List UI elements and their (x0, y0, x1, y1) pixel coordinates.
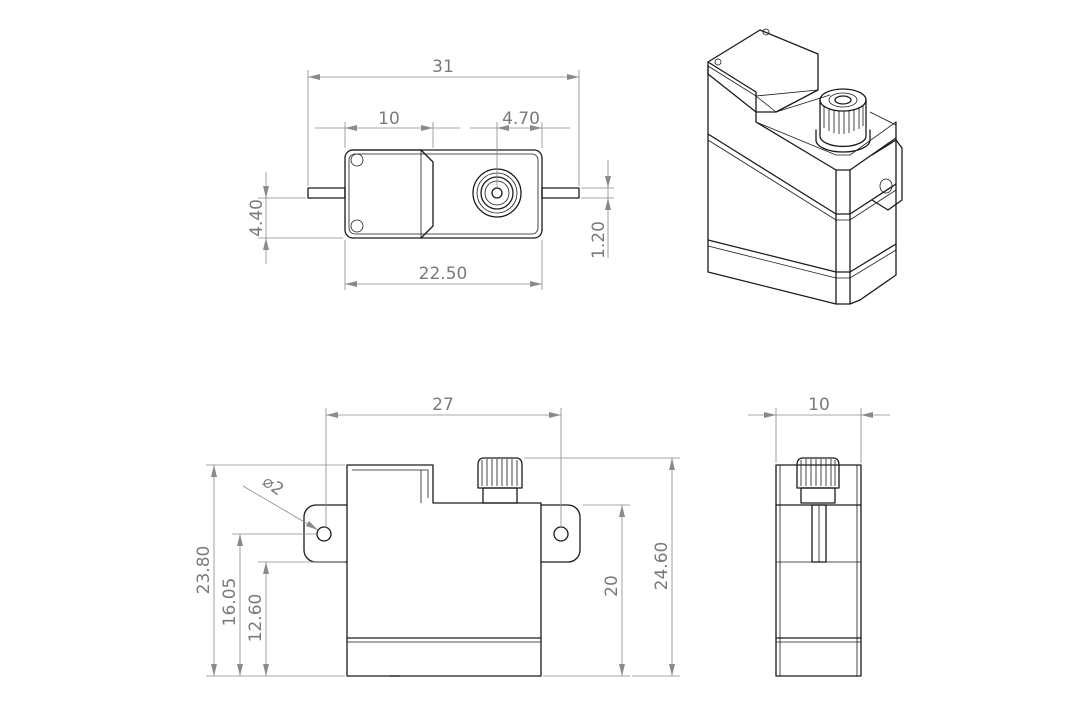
dim-label-12-60: 12.60 (246, 594, 266, 643)
dim-tab-thickness: 1.20 (581, 160, 614, 259)
dim-label-1-20: 1.20 (589, 221, 609, 259)
side-view-body (775, 457, 862, 677)
dim-flange-thickness: 4.40 (247, 172, 343, 264)
dim-label-24-60: 24.60 (652, 542, 672, 591)
dim-label-20: 20 (602, 575, 622, 597)
dim-label-16-05: 16.05 (220, 578, 240, 627)
dim-label-10-top: 10 (378, 109, 400, 129)
front-view: 27 ⌀2 23.80 16.05 12.60 (194, 395, 680, 677)
dim-side-width: 10 (748, 395, 890, 463)
dim-label-22-50: 22.50 (419, 264, 468, 284)
dim-label-31: 31 (432, 57, 454, 77)
side-view: 10 (748, 395, 890, 677)
dim-label-27: 27 (432, 395, 454, 415)
dim-spline-width: 4.70 (470, 109, 570, 188)
dim-flange-height: 12.60 (246, 561, 345, 676)
top-view-body (307, 149, 580, 239)
front-view-body (303, 457, 581, 677)
top-view: 31 10 4.70 4.40 (247, 57, 614, 290)
isometric-view (707, 28, 903, 305)
dim-label-dia-2: ⌀2 (259, 472, 288, 500)
dim-mount-hole-spacing: 27 (325, 395, 562, 528)
dim-hole-height: 16.05 (220, 533, 316, 676)
dim-hole-diameter: ⌀2 (242, 472, 319, 531)
dim-label-23-80: 23.80 (194, 546, 214, 595)
dim-ear-section: 10 (315, 109, 460, 148)
dim-label-4-70: 4.70 (502, 109, 540, 129)
dim-body-to-flange: 20 (543, 504, 630, 677)
dim-overall-length: 31 (307, 57, 580, 186)
dim-body-length: 22.50 (344, 240, 543, 290)
dim-total-height: 23.80 (194, 464, 345, 677)
dim-label-4-40: 4.40 (247, 199, 267, 237)
dim-height-with-spline: 24.60 (524, 457, 680, 677)
dim-label-10-side: 10 (808, 395, 830, 415)
